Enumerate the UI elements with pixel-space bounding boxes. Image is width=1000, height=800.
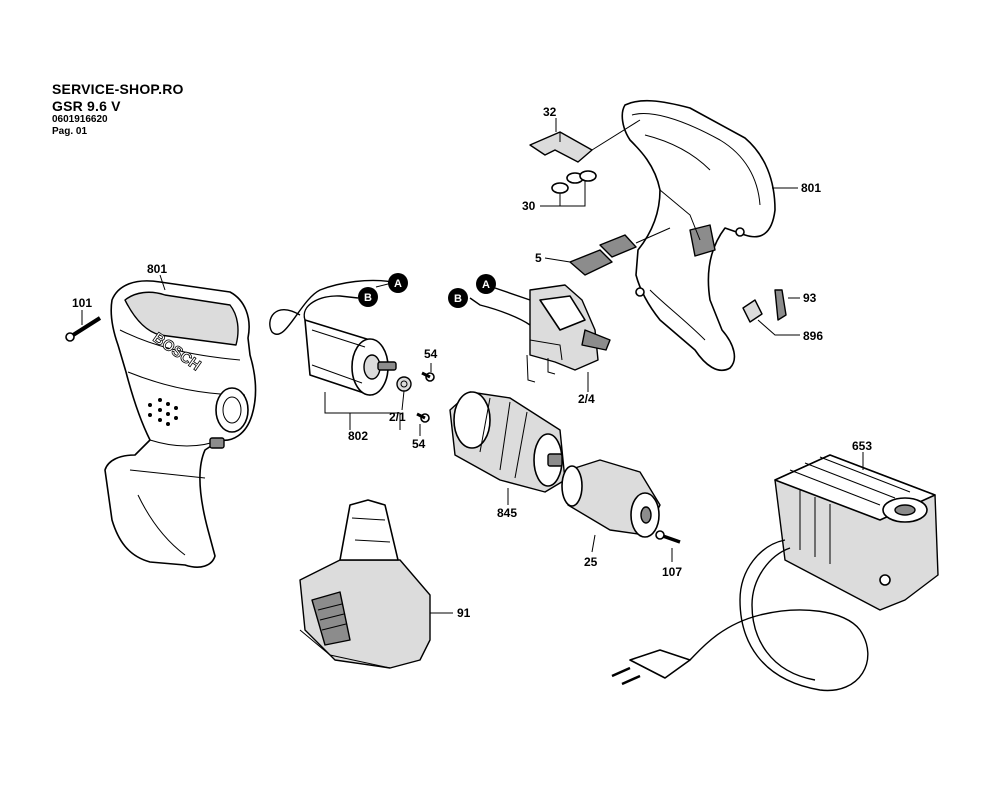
marker-motor-b: B — [358, 287, 378, 307]
motor-shaft — [377, 361, 397, 371]
callout-30: 30 — [522, 199, 536, 213]
screw-101[interactable] — [65, 316, 102, 342]
slider-5[interactable] — [569, 234, 637, 276]
clip-896[interactable] — [742, 299, 763, 323]
document-header: SERVICE-SHOP.RO GSR 9.6 V 0601916620 Pag… — [52, 82, 184, 137]
callout-54-top: 54 — [424, 347, 438, 361]
screw-54-bottom[interactable] — [416, 412, 430, 423]
callout-2-1: 2/1 — [389, 410, 406, 424]
clip-32[interactable] — [529, 131, 593, 163]
screw-54-top[interactable] — [421, 371, 435, 382]
svg-text:A: A — [394, 278, 402, 290]
chuck[interactable] — [561, 459, 661, 538]
model-name: GSR 9.6 V — [52, 98, 121, 114]
screw-107[interactable] — [655, 530, 681, 544]
shop-name: SERVICE-SHOP.RO — [52, 81, 184, 97]
callout-32: 32 — [543, 105, 557, 119]
callout-101: 101 — [72, 296, 92, 310]
callout-802: 802 — [348, 429, 368, 443]
callout-91: 91 — [457, 606, 471, 620]
svg-text:A: A — [482, 279, 490, 291]
callout-2-4: 2/4 — [578, 392, 595, 406]
marker-switch-a: A — [476, 274, 496, 294]
trigger — [209, 437, 225, 449]
page-number: Pag. 01 — [52, 126, 88, 137]
charger[interactable] — [611, 454, 939, 692]
svg-text:B: B — [364, 292, 372, 304]
pads-30[interactable] — [551, 170, 597, 194]
callout-896: 896 — [803, 329, 823, 343]
marker-motor-a: A — [388, 273, 408, 293]
callout-93: 93 — [803, 291, 817, 305]
callout-801-right: 801 — [801, 181, 821, 195]
part-number: 0601916620 — [52, 114, 108, 125]
svg-text:B: B — [454, 293, 462, 305]
gearbox[interactable] — [449, 391, 566, 493]
callout-845: 845 — [497, 506, 517, 520]
callout-801-left: 801 — [147, 262, 167, 276]
battery-pack[interactable] — [299, 499, 431, 669]
callout-54-bottom: 54 — [412, 437, 426, 451]
motor[interactable] — [269, 279, 397, 396]
callout-5: 5 — [535, 251, 542, 265]
callout-107: 107 — [662, 565, 682, 579]
housing-half-right[interactable] — [621, 99, 776, 372]
callout-653: 653 — [852, 439, 872, 453]
marker-switch-b: B — [448, 288, 468, 308]
drill-housing[interactable]: BOSCH — [104, 280, 257, 568]
housing-vents — [148, 398, 178, 426]
switch-module[interactable] — [469, 284, 611, 383]
callout-25: 25 — [584, 555, 598, 569]
pinion-2-1[interactable] — [396, 376, 412, 392]
clip-93[interactable] — [774, 289, 787, 321]
